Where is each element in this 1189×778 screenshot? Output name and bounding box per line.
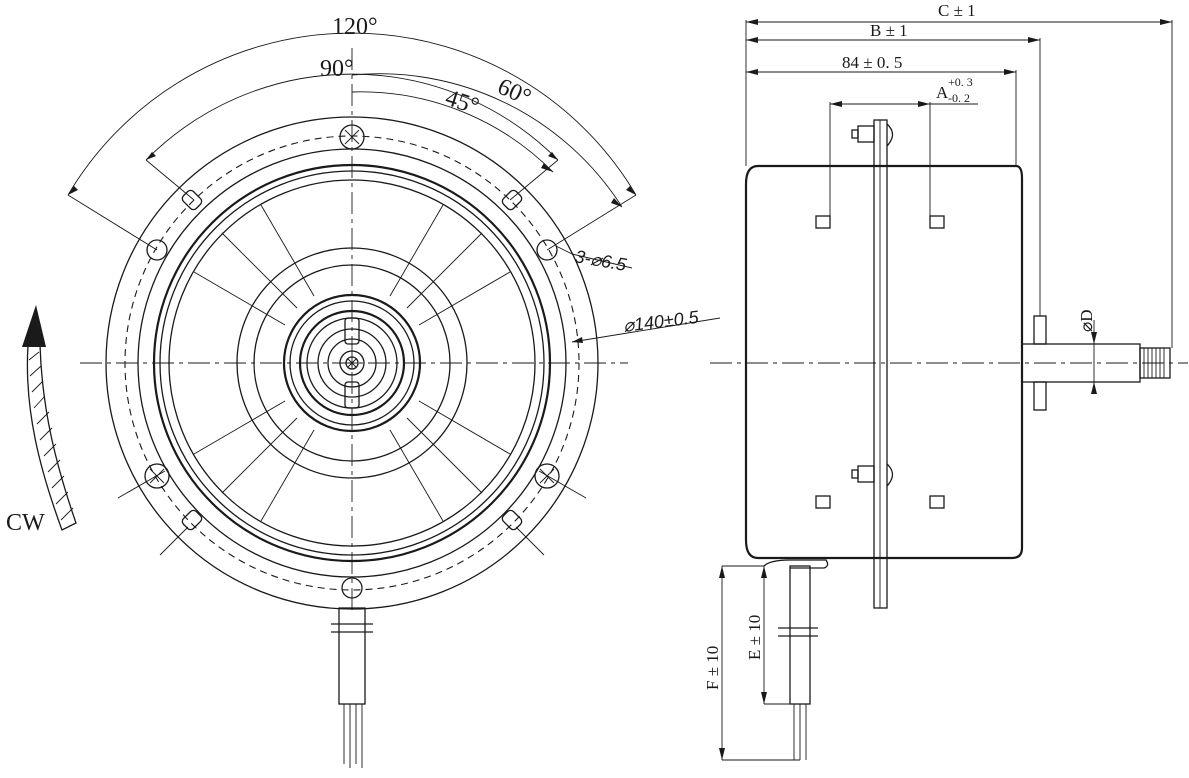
front-view: 120° 90° 60° 45° 3-⌀6.5 ⌀140±0.5 bbox=[6, 14, 721, 768]
side-dimensions bbox=[719, 19, 1173, 761]
dim-a-lower-tolerance: -0. 2 bbox=[948, 91, 970, 105]
angle-dimensions bbox=[67, 32, 637, 251]
shaft-thread bbox=[1139, 347, 1171, 379]
dim-d-label: ⌀D bbox=[1077, 309, 1096, 332]
radial-lines bbox=[117, 204, 587, 556]
hub-outer-circle bbox=[236, 247, 468, 479]
flange-plate bbox=[873, 119, 888, 609]
dim-c-label: C ± 1 bbox=[938, 1, 976, 20]
dim-a-label: A bbox=[936, 83, 949, 102]
front-cable bbox=[331, 607, 373, 768]
bearing-outer-circle bbox=[282, 293, 422, 433]
housing-outer-circle bbox=[152, 163, 552, 563]
hub-step-circle bbox=[253, 264, 451, 462]
dim-b-label: B ± 1 bbox=[870, 21, 908, 40]
arc-60 bbox=[351, 73, 623, 208]
screw-icons bbox=[144, 124, 560, 489]
dim-f-label: F ± 10 bbox=[703, 646, 722, 690]
shaft-key-top bbox=[344, 317, 360, 345]
dim-e-label: E ± 10 bbox=[745, 615, 764, 660]
slot-holes bbox=[181, 189, 523, 531]
shaft-boss-top bbox=[1033, 315, 1047, 345]
shaft-collar-circle bbox=[327, 338, 377, 388]
dim-84-label: 84 ± 0. 5 bbox=[842, 53, 902, 72]
bolt-circle bbox=[124, 135, 580, 591]
side-slots bbox=[815, 215, 945, 509]
hole-label: 3-⌀6.5 bbox=[573, 246, 629, 275]
motor-body bbox=[744, 164, 1024, 560]
arc-90 bbox=[145, 73, 559, 161]
mounting-holes bbox=[146, 239, 558, 599]
rotation-arrow-icon bbox=[22, 305, 77, 531]
diameter-label: ⌀140±0.5 bbox=[622, 307, 701, 336]
housing-inner-circle bbox=[159, 170, 545, 556]
thread-lines bbox=[1143, 348, 1165, 378]
bearing-ring-circle bbox=[289, 300, 415, 426]
housing-step-circle bbox=[168, 179, 536, 547]
arc-120 bbox=[67, 32, 637, 196]
shaft-circle bbox=[339, 350, 365, 376]
shaft-star-icon bbox=[346, 357, 358, 369]
angle-label-60: 60° bbox=[494, 74, 535, 111]
angle-label-90: 90° bbox=[320, 56, 354, 82]
arc-45 bbox=[351, 91, 554, 173]
shaft-boss-bottom bbox=[1033, 381, 1047, 411]
bearing-inner-circle bbox=[298, 309, 406, 417]
dim-a-upper-tolerance: +0. 3 bbox=[948, 75, 973, 89]
rotation-label: CW bbox=[6, 510, 45, 536]
hole-leader bbox=[555, 245, 573, 255]
side-cable bbox=[763, 559, 829, 760]
shaft-boss-circle bbox=[317, 328, 387, 398]
diameter-leader bbox=[571, 317, 721, 343]
flange-screw-icons bbox=[851, 123, 894, 487]
shaft-key-bottom bbox=[344, 381, 360, 409]
side-view: C ± 1 B ± 1 84 ± 0. 5 A +0. 3 -0. 2 ⌀D E… bbox=[703, 1, 1188, 761]
angle-label-120: 120° bbox=[332, 14, 378, 40]
flange-outer-circle bbox=[105, 116, 599, 610]
